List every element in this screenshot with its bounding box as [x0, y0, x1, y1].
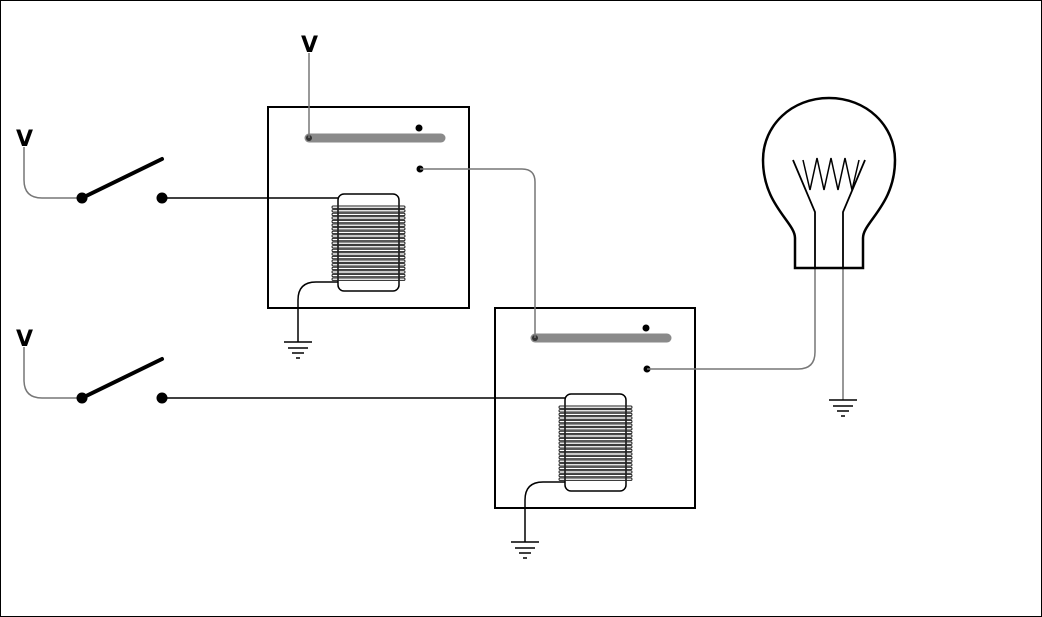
coil-winding-turn	[558, 445, 633, 449]
coil-winding-turn	[558, 452, 633, 456]
coil-winding-turn	[558, 427, 633, 431]
coil-winding-turn	[331, 237, 406, 242]
coil-winding-turn	[558, 434, 633, 438]
relay-1-coil	[331, 193, 406, 292]
coil-winding-turn	[558, 437, 633, 442]
coil-winding-turn	[331, 205, 406, 209]
relay-1-coil-windings	[331, 205, 406, 281]
coil-winding-turn	[331, 259, 406, 263]
coil-winding-turn	[558, 470, 633, 474]
coil-winding-turn	[331, 263, 406, 267]
relay-1-contact-nc	[415, 124, 423, 132]
switch-2-pivot	[76, 392, 88, 404]
coil-winding-turn	[558, 473, 633, 478]
coil-winding-turn	[558, 477, 633, 481]
coil-winding-turn	[331, 212, 406, 217]
coil-winding-turn	[331, 277, 406, 281]
coil-winding-turn	[331, 266, 406, 271]
relay-2-contact-nc	[642, 324, 650, 332]
wire-switch-2-supply	[23, 347, 82, 399]
coil-winding-turn	[331, 223, 406, 227]
coil-winding-turn	[558, 466, 633, 471]
coil-winding-turn	[331, 270, 406, 274]
coil-winding-turn	[331, 248, 406, 253]
switch-1-pivot	[76, 192, 88, 204]
switch-1-contact	[156, 192, 168, 204]
wire-switch-1-supply	[23, 147, 82, 199]
coil-winding-turn	[331, 219, 406, 224]
switch-1-lever[interactable]	[80, 157, 164, 200]
coil-winding-turn	[558, 405, 633, 409]
light-bulb-right-post	[842, 159, 866, 268]
coil-winding-turn	[331, 273, 406, 278]
switch-2-lever[interactable]	[80, 357, 164, 400]
switch-1-supply-label: V	[16, 127, 33, 152]
switch-2-contact	[156, 392, 168, 404]
relay-1	[267, 106, 470, 309]
coil-winding-turn	[331, 230, 406, 235]
coil-winding-turn	[558, 459, 633, 463]
coil-winding-turn	[558, 463, 633, 467]
coil-winding-turn	[331, 227, 406, 231]
switch-2[interactable]	[76, 357, 168, 404]
coil-winding-turn	[558, 455, 633, 460]
coil-winding-turn	[558, 416, 633, 420]
coil-winding-turn	[558, 441, 633, 445]
coil-winding-turn	[558, 419, 633, 424]
coil-winding-turn	[558, 430, 633, 435]
wire-relay-1-coil-to-ground	[297, 281, 338, 342]
relay-2-coil	[558, 393, 633, 492]
wire-relay-2-coil-to-ground	[524, 481, 565, 542]
switch-1[interactable]	[76, 157, 168, 204]
coil-winding-turn	[331, 252, 406, 256]
coil-winding-turn	[331, 234, 406, 238]
coil-winding-turn	[331, 209, 406, 213]
relay-2-coil-windings	[558, 405, 633, 481]
wire-relay-2-to-lamp	[647, 268, 816, 370]
coil-winding-turn	[558, 409, 633, 413]
relay-1-supply-label: V	[301, 33, 318, 58]
switch-2-supply-label: V	[16, 327, 33, 352]
light-bulb	[761, 96, 897, 270]
light-bulb-filament	[802, 157, 860, 191]
coil-winding-turn	[558, 412, 633, 417]
coil-winding-turn	[558, 423, 633, 427]
light-bulb-glass	[761, 96, 897, 270]
relay-2-ground	[511, 541, 539, 559]
coil-winding-turn	[331, 241, 406, 245]
lamp-ground	[829, 399, 857, 417]
coil-winding-turn	[331, 216, 406, 220]
coil-winding-turn	[331, 255, 406, 260]
coil-winding-turn	[558, 448, 633, 453]
coil-winding-turn	[331, 245, 406, 249]
relay-1-ground	[284, 341, 312, 359]
relay-2	[494, 307, 696, 509]
light-bulb-left-post	[792, 159, 816, 268]
wire-relay-1-to-relay-2-armature	[420, 168, 536, 338]
